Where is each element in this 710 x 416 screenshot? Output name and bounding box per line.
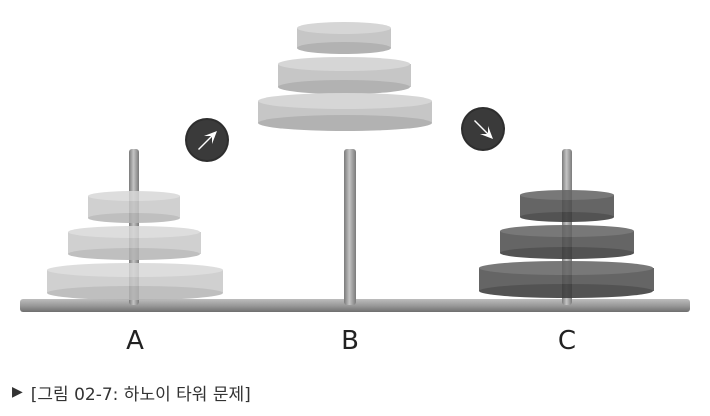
disk-b-small [297,22,391,54]
peg-b-disks [258,22,432,131]
peg-a-disks [47,191,223,300]
rod-b [344,149,356,305]
arrow-down-right-icon [461,107,505,151]
arrow-up-right-icon [185,118,229,162]
disk-b-large [258,93,432,131]
disk-c-small [520,190,614,222]
disk-c-large [479,261,654,298]
caption-marker: ▶ [12,384,23,400]
caption-text: [그림 02-7: 하노이 타워 문제] [30,384,251,405]
peg-label-c: C [557,326,577,356]
disk-c-medium [500,225,634,259]
figure-caption: ▶ [그림 02-7: 하노이 타워 문제] [12,380,251,405]
disk-a-medium [68,226,201,260]
disk-b-medium [278,57,411,94]
base-plate [20,299,690,312]
disk-a-small [88,191,180,223]
peg-c-disks [479,190,654,298]
peg-label-b: B [341,326,359,356]
disk-a-large [47,263,223,300]
peg-label-a: A [126,326,144,356]
